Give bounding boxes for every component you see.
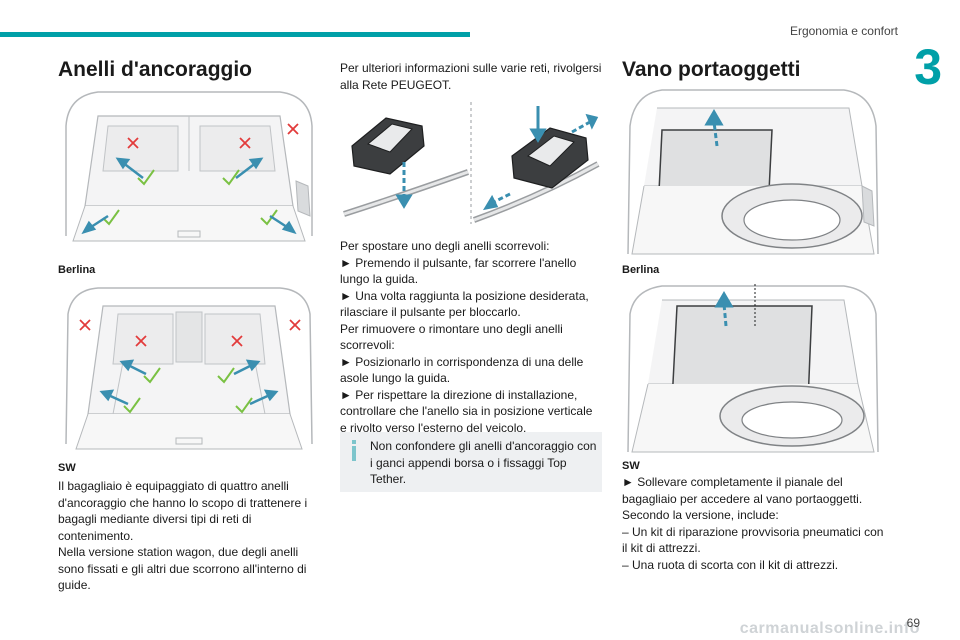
instruction-line: ► Posizionarlo in corrispondenza di una … — [340, 354, 584, 386]
storage-line: ► Sollevare completamente il pianale del… — [622, 475, 863, 506]
figure-sw-storage — [622, 284, 884, 456]
chapter-number: 3 — [914, 39, 942, 95]
watermark: carmanualsonline.info — [739, 620, 920, 637]
caption-sw-right: SW — [622, 460, 640, 472]
caption-sw-left: SW — [58, 462, 76, 474]
left-paragraph-2: Nella versione station wagon, due degli … — [58, 545, 307, 592]
instruction-line: ► Premendo il pulsante, far scorrere l'a… — [340, 255, 577, 287]
info-note-text: Non confondere gli anelli d'ancoraggio c… — [370, 439, 597, 486]
figure-berlina-anchor-rings — [58, 86, 320, 258]
instruction-line: Per spostare uno degli anelli scorrevoli… — [340, 239, 550, 253]
section-title-vano: Vano portaoggetti — [622, 58, 801, 81]
figure-berlina-storage — [622, 86, 884, 258]
info-note: Non confondere gli anelli d'ancoraggio c… — [340, 432, 602, 492]
header-accent-bar — [0, 32, 470, 37]
instruction-line: ► Per rispettare la direzione di install… — [340, 387, 593, 435]
page-number: 69 — [906, 616, 920, 630]
storage-line: Secondo la versione, include: — [622, 508, 779, 522]
info-icon-bar — [352, 446, 356, 461]
left-paragraph-1: Il bagagliaio è equipaggiato di quattro … — [58, 479, 308, 543]
caption-berlina-left: Berlina — [58, 264, 96, 276]
right-body-text: ► Sollevare completamente il pianale del… — [622, 474, 884, 573]
instruction-line: Per rimuovere o rimontare uno degli anel… — [340, 321, 563, 353]
figure-sliding-ring-operation — [340, 96, 602, 230]
middle-intro: Per ulteriori informazioni sulle varie r… — [340, 61, 602, 92]
caption-berlina-right: Berlina — [622, 264, 660, 276]
instruction-line: ► Una volta raggiunta la posizione desid… — [340, 288, 589, 320]
middle-instructions: Per spostare uno degli anelli scorrevoli… — [340, 238, 602, 436]
left-body-text: Il bagagliaio è equipaggiato di quattro … — [58, 478, 320, 594]
chapter-title: Ergonomia e confort — [789, 24, 898, 38]
figure-sw-anchor-rings — [58, 284, 320, 456]
storage-line: – Una ruota di scorta con il kit di attr… — [622, 557, 839, 572]
storage-line: – Un kit di riparazione provvisoria pneu… — [622, 524, 884, 556]
info-icon — [352, 440, 356, 444]
section-title-anelli: Anelli d'ancoraggio — [58, 58, 253, 81]
